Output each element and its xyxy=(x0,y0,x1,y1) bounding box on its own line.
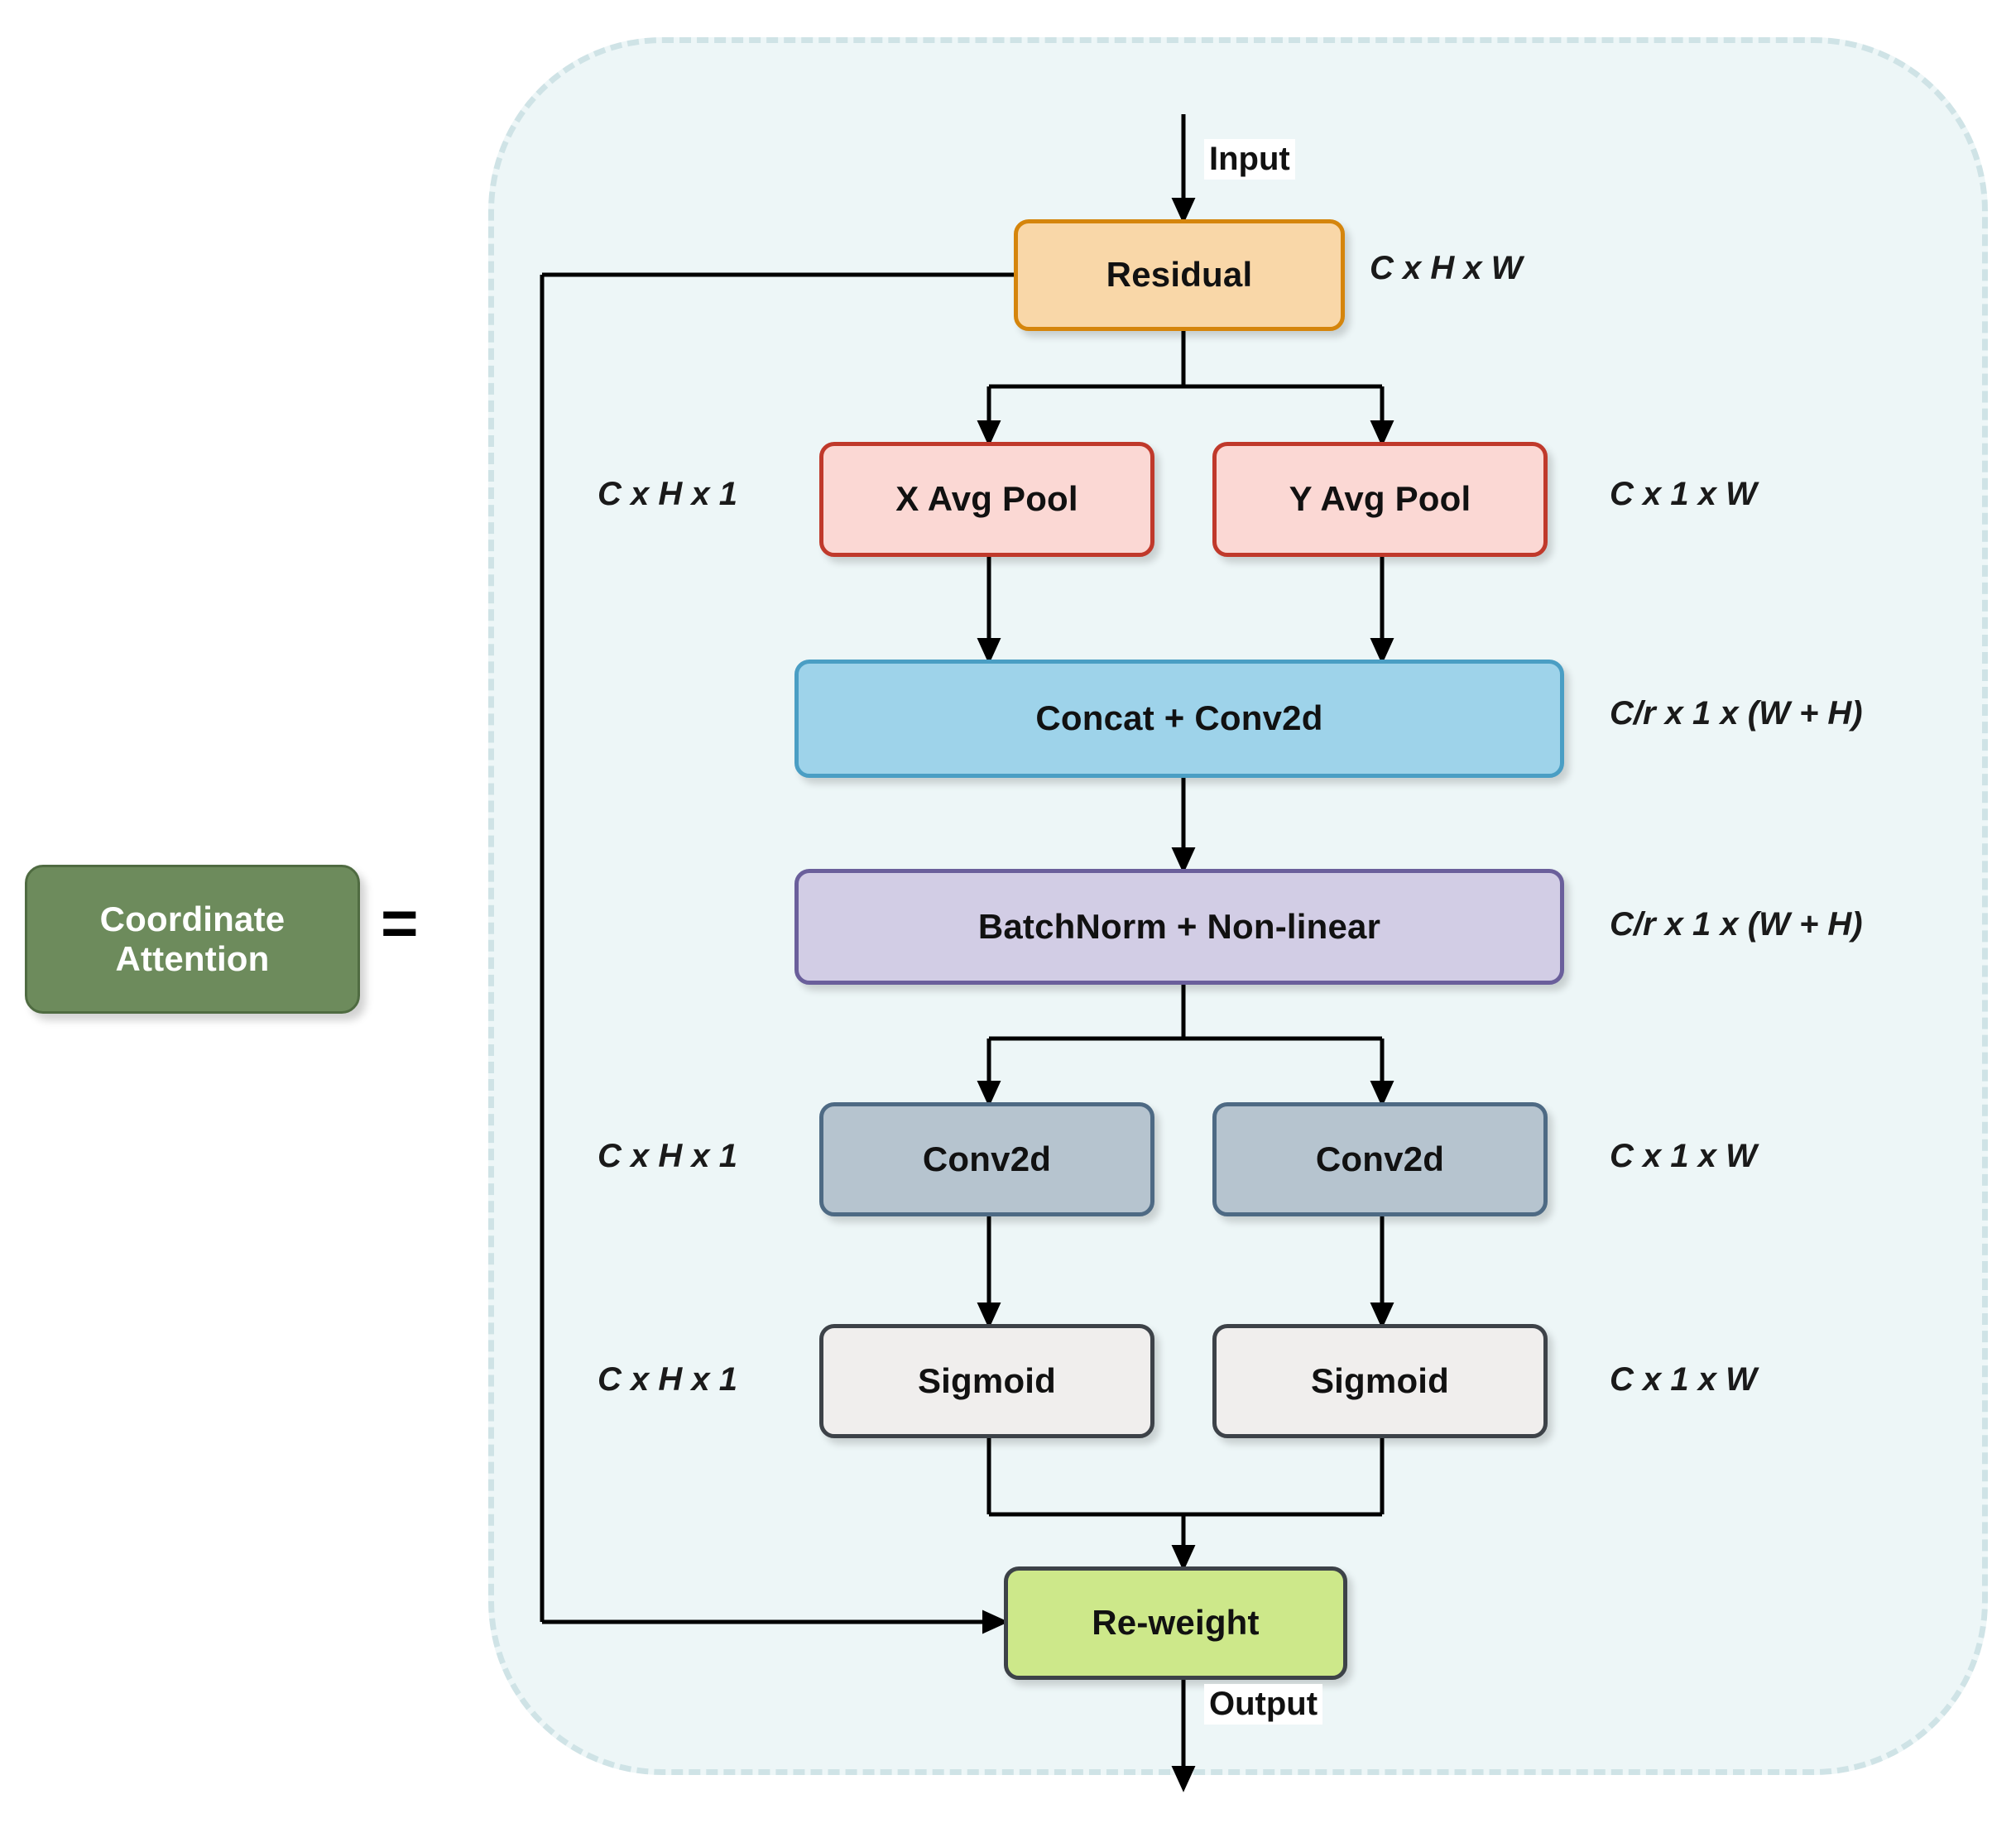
node-y-avg-pool-label: Y Avg Pool xyxy=(1289,479,1471,519)
shape-conv-right: C x 1 x W xyxy=(1610,1138,1757,1174)
ca-label-line1: Coordinate xyxy=(99,899,286,938)
shape-x-avg-pool: C x H x 1 xyxy=(598,476,737,512)
node-batchnorm-nonlinear[interactable]: BatchNorm + Non-linear xyxy=(794,869,1564,985)
shape-concat: C/r x 1 x (W + H) xyxy=(1610,695,1863,732)
node-sigmoid-right-label: Sigmoid xyxy=(1310,1360,1450,1400)
node-batchnorm-nonlinear-label: BatchNorm + Non-linear xyxy=(977,906,1381,946)
coordinate-attention-module-box[interactable]: Coordinate Attention xyxy=(25,865,360,1014)
shape-y-avg-pool: C x 1 x W xyxy=(1610,476,1757,512)
shape-sigmoid-left: C x H x 1 xyxy=(598,1361,737,1398)
node-sigmoid-right[interactable]: Sigmoid xyxy=(1212,1324,1548,1438)
node-concat-conv2d-label: Concat + Conv2d xyxy=(1035,698,1323,738)
node-reweight-label: Re-weight xyxy=(1092,1603,1260,1643)
node-conv2d-right-label: Conv2d xyxy=(1315,1139,1445,1178)
node-residual-label: Residual xyxy=(1106,255,1253,295)
equals-sign: = xyxy=(381,886,419,959)
node-conv2d-left-label: Conv2d xyxy=(922,1139,1052,1178)
node-concat-conv2d[interactable]: Concat + Conv2d xyxy=(794,660,1564,778)
shape-residual: C x H x W xyxy=(1370,250,1523,286)
shape-conv-left: C x H x 1 xyxy=(598,1138,737,1174)
shape-sigmoid-right: C x 1 x W xyxy=(1610,1361,1757,1398)
shape-batchnorm: C/r x 1 x (W + H) xyxy=(1610,906,1863,943)
node-x-avg-pool[interactable]: X Avg Pool xyxy=(819,442,1154,557)
node-sigmoid-left[interactable]: Sigmoid xyxy=(819,1324,1154,1438)
output-label: Output xyxy=(1204,1684,1323,1725)
coordinate-attention-label: Coordinate Attention xyxy=(100,900,286,980)
node-conv2d-right[interactable]: Conv2d xyxy=(1212,1102,1548,1216)
node-residual[interactable]: Residual xyxy=(1014,219,1345,331)
input-label: Input xyxy=(1204,139,1295,180)
node-reweight[interactable]: Re-weight xyxy=(1004,1566,1347,1680)
node-sigmoid-left-label: Sigmoid xyxy=(917,1360,1057,1400)
node-conv2d-left[interactable]: Conv2d xyxy=(819,1102,1154,1216)
node-x-avg-pool-label: X Avg Pool xyxy=(895,479,1078,519)
ca-label-line2: Attention xyxy=(115,939,270,978)
node-y-avg-pool[interactable]: Y Avg Pool xyxy=(1212,442,1548,557)
